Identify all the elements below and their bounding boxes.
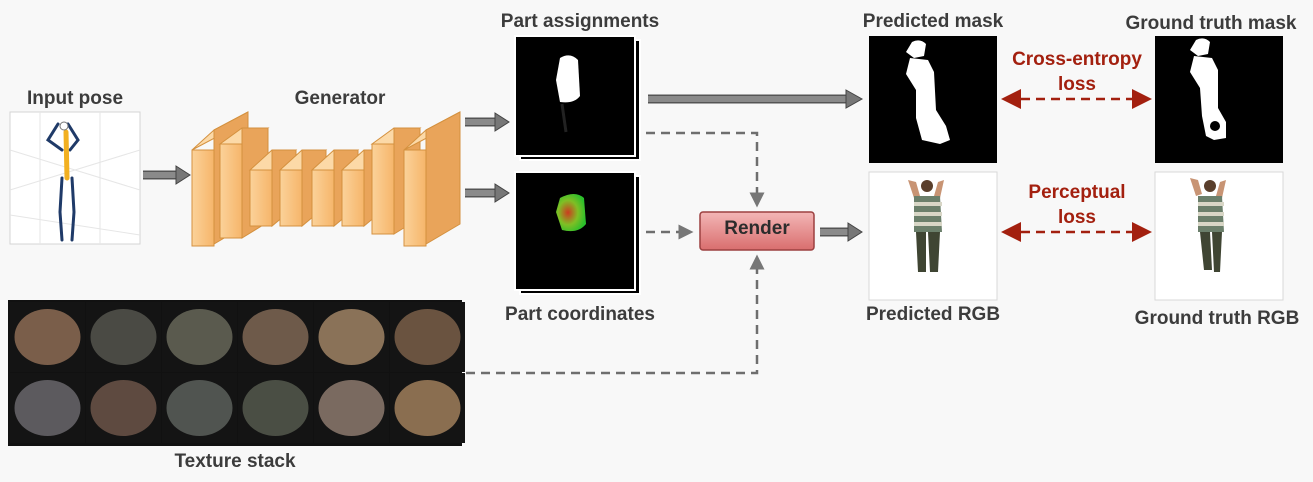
ground-truth-mask-label: Ground truth mask xyxy=(1125,13,1297,34)
pose-skeleton xyxy=(45,121,80,242)
texture-patch xyxy=(318,380,385,436)
texture-patch xyxy=(242,309,309,365)
ground-truth-mask-image xyxy=(1155,36,1283,163)
render-box xyxy=(699,211,815,251)
cross-entropy-loss-line1: Cross-entropy xyxy=(1012,49,1142,70)
texture-stack-grid xyxy=(8,300,465,446)
perceptual-loss-line2: loss xyxy=(1057,207,1097,228)
part-assignments-image xyxy=(514,35,641,161)
texture-patch xyxy=(166,309,233,365)
cross-entropy-loss-line2: loss xyxy=(1057,74,1097,95)
texture-patch xyxy=(242,380,309,436)
arrow-assignments-to-predicted-mask xyxy=(648,89,864,109)
ground-truth-rgb-image xyxy=(1154,171,1284,301)
texture-stack-label: Texture stack xyxy=(174,451,296,472)
render-label: Render xyxy=(724,218,790,239)
perceptual-loss-label: Perceptual loss xyxy=(1000,180,1154,230)
texture-patch xyxy=(14,309,81,365)
arrow-input-to-generator xyxy=(143,165,191,185)
generator-block-8 xyxy=(403,111,461,247)
ground-truth-rgb-label: Ground truth RGB xyxy=(1134,308,1300,329)
generator-label: Generator xyxy=(294,88,386,109)
texture-patch xyxy=(394,309,461,365)
predicted-rgb-image xyxy=(868,171,998,301)
generator-network xyxy=(191,111,461,247)
part-coordinates-label: Part coordinates xyxy=(505,304,655,325)
texture-patch xyxy=(394,380,461,436)
perceptual-loss-line1: Perceptual xyxy=(1028,182,1126,203)
predicted-rgb-label: Predicted RGB xyxy=(865,304,1001,325)
texture-patch xyxy=(166,380,233,436)
arrow-generator-to-coordinates xyxy=(465,183,510,203)
input-pose-label: Input pose xyxy=(26,88,124,109)
person-figure xyxy=(908,180,944,272)
predicted-mask-label: Predicted mask xyxy=(862,11,1004,32)
texture-patch xyxy=(90,309,157,365)
predicted-mask-image xyxy=(869,36,997,163)
arrow-generator-to-assignments xyxy=(465,112,510,132)
arrow-render-to-predicted-rgb xyxy=(820,222,863,242)
cross-entropy-loss-label: Cross-entropy loss xyxy=(1000,47,1154,97)
part-assignments-label: Part assignments xyxy=(500,11,660,32)
texture-patch xyxy=(90,380,157,436)
texture-patch xyxy=(318,309,385,365)
input-pose-image xyxy=(9,111,141,245)
part-coordinates-image xyxy=(514,171,641,295)
dashed-arrow-assignments-to-render xyxy=(646,131,765,208)
person-figure xyxy=(1190,178,1226,272)
dashed-arrow-texture-to-render xyxy=(466,254,765,375)
texture-patch xyxy=(14,380,81,436)
